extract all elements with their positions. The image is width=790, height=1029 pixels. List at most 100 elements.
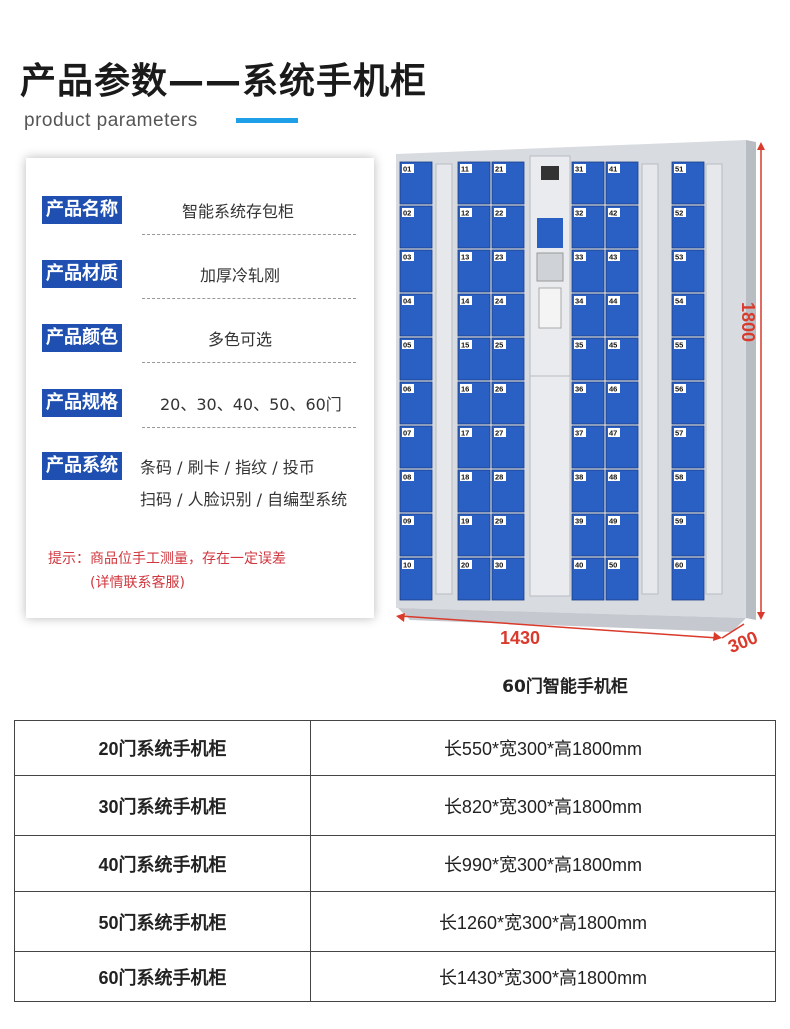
locker-number-tag [574,516,586,525]
locker-number-label: 19 [461,517,469,526]
spec-card: 产品名称 智能系统存包柜 产品材质 加厚冷轧刚 产品颜色 多色可选 产品规格 2… [26,158,374,618]
table-cell-size: 长990*宽300*高1800mm [310,835,776,892]
note-line-1: 提示：商品位手工测量，存在一定误差 [48,551,286,567]
locker-number-label: 05 [403,341,411,350]
locker-number-tag [494,208,506,217]
locker-number-tag [402,340,414,349]
locker-number-label: 28 [495,473,503,482]
locker-number-tag [608,428,620,437]
locker-number-tag [674,560,686,569]
size-table: 20门系统手机柜 长550*宽300*高1800mm 30门系统手机柜 长820… [14,720,776,1002]
locker-door [571,381,605,425]
locker-number-tag [402,384,414,393]
locker-number-label: 08 [403,473,411,482]
spec-divider [142,427,356,428]
locker-number-label: 09 [403,517,411,526]
locker-number-label: 35 [575,341,583,350]
locker-number-tag [608,340,620,349]
page-title: 产品参数——系统手机柜 [20,61,428,102]
locker-number-label: 16 [461,385,469,394]
table-row: 50门系统手机柜 长1260*宽300*高1800mm [14,891,776,952]
locker-number-tag [674,252,686,261]
locker-number-label: 57 [675,429,683,438]
locker-number-tag [494,384,506,393]
locker-number-tag [674,384,686,393]
locker-number-label: 17 [461,429,469,438]
locker-number-tag [402,428,414,437]
locker-number-tag [574,208,586,217]
cabinet-side [746,140,756,620]
page-subtitle: product parameters [24,110,198,131]
title-accent-bar [236,118,298,123]
table-row: 20门系统手机柜 长550*宽300*高1800mm [14,720,776,776]
table-cell-model: 30门系统手机柜 [14,775,311,836]
table-cell-size: 长1260*宽300*高1800mm [310,891,776,952]
locker-number-label: 06 [403,385,411,394]
height-dimension-label: 1800 [738,302,758,343]
spec-label: 产品规格 [42,389,122,417]
locker-number-tag [460,296,472,305]
locker-number-tag [494,428,506,437]
locker-number-tag [574,428,586,437]
spec-value-second-line: 扫码 / 人脸识别 / 自编型系统 [140,490,348,509]
locker-door [605,293,639,337]
locker-number-tag [674,472,686,481]
locker-number-tag [574,296,586,305]
locker-number-tag [460,384,472,393]
locker-doors: 0102030405060708091011121314151617181920… [399,161,723,601]
locker-number-label: 29 [495,517,503,526]
locker-number-label: 52 [675,209,683,218]
locker-door [491,425,525,469]
locker-number-label: 59 [675,517,683,526]
locker-number-label: 25 [495,341,503,350]
locker-number-tag [608,384,620,393]
locker-number-label: 31 [575,165,583,174]
spec-divider [142,362,356,363]
locker-number-tag [574,164,586,173]
locker-number-tag [494,340,506,349]
cabinet-side-panel [435,163,453,595]
locker-number-label: 51 [675,165,683,174]
locker-number-label: 38 [575,473,583,482]
cabinet-side-panel [641,163,659,595]
spec-value: 20、30、40、50、60门 [160,395,342,414]
locker-number-label: 12 [461,209,469,218]
table-row: 40门系统手机柜 长990*宽300*高1800mm [14,835,776,892]
locker-number-tag [494,296,506,305]
locker-number-tag [460,208,472,217]
locker-number-tag [402,472,414,481]
locker-number-label: 54 [675,297,684,306]
locker-number-label: 43 [609,253,617,262]
locker-number-label: 34 [575,297,584,306]
locker-number-tag [574,340,586,349]
locker-number-label: 47 [609,429,617,438]
locker-number-label: 55 [675,341,683,350]
table-cell-model: 60门系统手机柜 [14,951,311,1002]
locker-number-tag [402,252,414,261]
locker-number-tag [608,252,620,261]
locker-number-label: 56 [675,385,683,394]
locker-number-tag [674,208,686,217]
locker-number-label: 46 [609,385,617,394]
locker-door [399,205,433,249]
locker-number-tag [608,516,620,525]
locker-number-label: 01 [403,165,411,174]
cabinet-base [398,608,746,632]
spec-value: 智能系统存包柜 [182,202,295,221]
locker-number-label: 49 [609,517,617,526]
spec-divider [142,298,356,299]
spec-label: 产品颜色 [42,324,122,352]
locker-number-tag [674,296,686,305]
locker-cabinet-illustration: 0102030405060708091011121314151617181920… [396,140,765,641]
locker-number-label: 02 [403,209,411,218]
locker-number-tag [460,560,472,569]
note-line-2: (详情联系客服) [90,575,185,591]
locker-number-label: 36 [575,385,583,394]
spec-label: 产品系统 [42,452,122,480]
locker-number-label: 30 [495,561,503,570]
locker-number-label: 44 [609,297,618,306]
locker-number-label: 23 [495,253,503,262]
table-cell-size: 长820*宽300*高1800mm [310,775,776,836]
locker-number-label: 60 [675,561,683,570]
locker-number-tag [494,472,506,481]
